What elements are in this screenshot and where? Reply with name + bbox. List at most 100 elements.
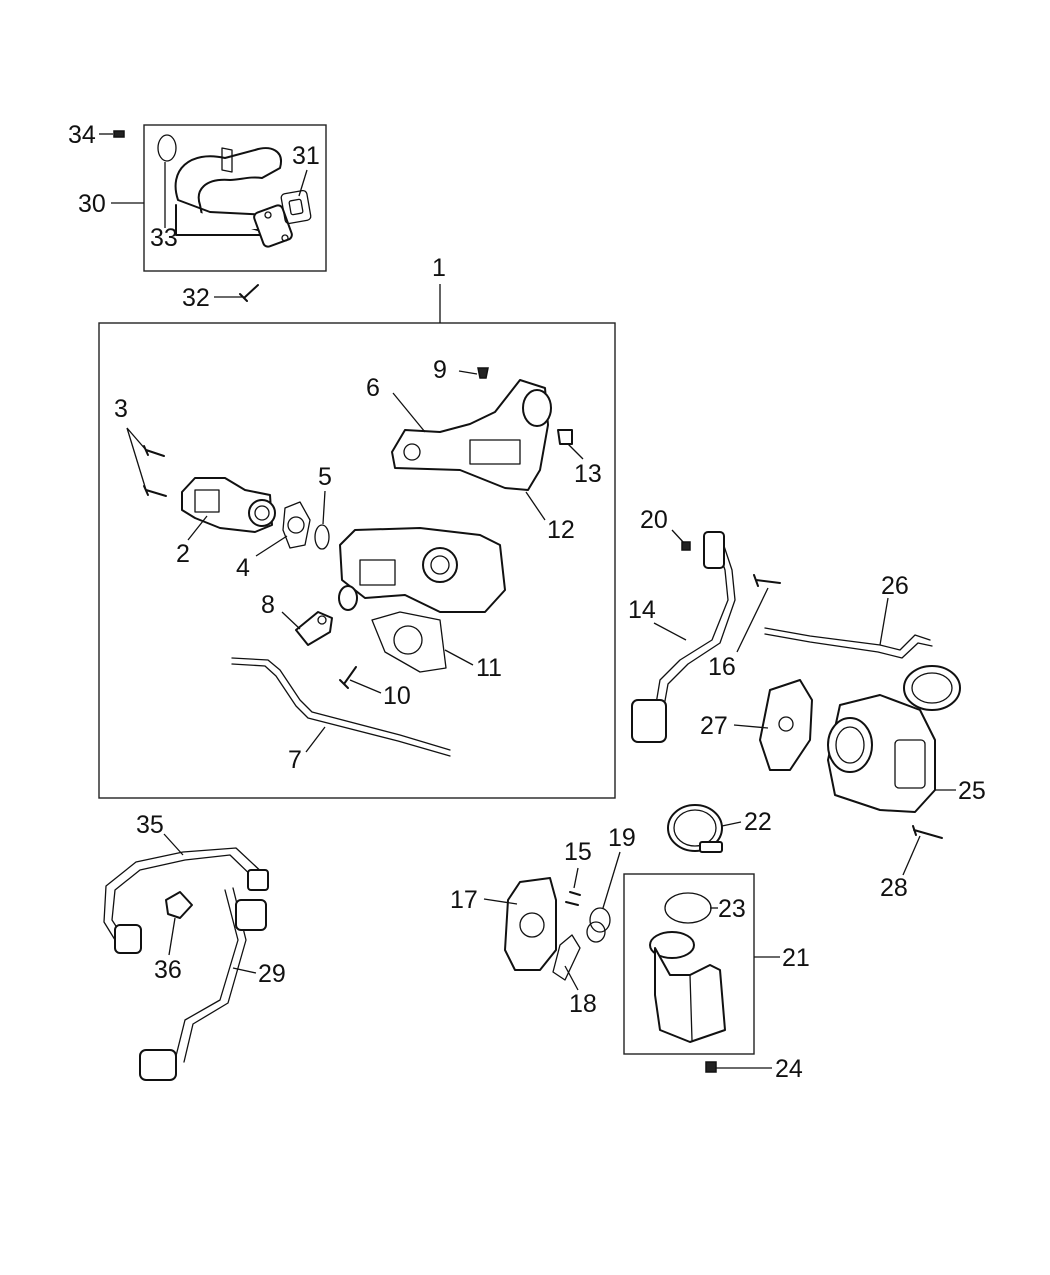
clamp-22-part	[667, 804, 723, 853]
callout-9: 9	[433, 356, 447, 384]
leader-4	[255, 535, 288, 557]
leader-9	[458, 370, 478, 375]
egr-cooler-group-box	[623, 873, 755, 1055]
tube-14-part	[631, 531, 736, 743]
callout-32: 32	[182, 284, 210, 312]
leader-18	[564, 965, 579, 991]
callout-17: 17	[450, 886, 478, 914]
callout-25: 25	[958, 777, 986, 805]
leader-31	[298, 169, 308, 197]
leader-5	[322, 490, 326, 525]
leader-29	[232, 967, 257, 974]
cover-17-part	[504, 877, 557, 971]
leader-27	[733, 724, 769, 729]
pin-15-part	[565, 891, 581, 906]
leader-28	[902, 835, 921, 876]
leader-6	[392, 392, 426, 433]
leader-12	[525, 491, 546, 521]
callout-2: 2	[176, 540, 190, 568]
callout-14: 14	[628, 596, 656, 624]
oring-19-part	[586, 907, 611, 943]
callout-22: 22	[744, 808, 772, 836]
tube-26-part	[764, 627, 961, 711]
bracket-27-part	[759, 679, 813, 771]
callout-28: 28	[880, 874, 908, 902]
callout-18: 18	[569, 990, 597, 1018]
gasket-11-part	[371, 611, 447, 673]
leader-10	[349, 679, 382, 694]
leader-11	[444, 649, 474, 666]
bolt-3a-part	[143, 445, 165, 457]
callout-35: 35	[136, 811, 164, 839]
callout-24: 24	[775, 1055, 803, 1083]
callout-33: 33	[150, 224, 178, 252]
callout-19: 19	[608, 824, 636, 852]
nut-20-part	[681, 541, 691, 551]
callout-31: 31	[292, 142, 320, 170]
egr-tube-group-box	[143, 124, 327, 272]
egr-valve-part	[181, 477, 276, 533]
egr-tube-part	[174, 147, 293, 248]
leader-7	[305, 726, 326, 753]
leader-3b	[126, 427, 147, 491]
oring-23-part	[664, 892, 712, 924]
leader-19	[602, 851, 621, 909]
leader-8	[281, 611, 301, 630]
leader-17	[483, 898, 518, 905]
bolt-28-part	[912, 825, 943, 839]
callout-15: 15	[564, 838, 592, 866]
egr-housing-part	[338, 527, 506, 613]
leader-3a	[126, 427, 147, 451]
callout-8: 8	[261, 591, 275, 619]
callout-21: 21	[782, 944, 810, 972]
leader-15	[573, 867, 579, 889]
throttle-body-part	[827, 694, 936, 813]
callout-30: 30	[78, 190, 106, 218]
callout-16: 16	[708, 653, 736, 681]
tube-7-part	[231, 657, 451, 757]
hose-35-part	[103, 847, 269, 954]
leader-20	[671, 529, 685, 544]
callout-4: 4	[236, 554, 250, 582]
leader-14	[653, 622, 687, 641]
bolt-10-part	[339, 666, 357, 689]
callout-7: 7	[288, 746, 302, 774]
leader-16	[736, 587, 769, 653]
gasket-33-part	[157, 134, 177, 162]
callout-23: 23	[718, 895, 746, 923]
gasket-18-part	[552, 934, 581, 981]
callout-29: 29	[258, 960, 286, 988]
leader-36	[168, 917, 176, 956]
thermostat-housing-part	[391, 379, 552, 491]
callout-10: 10	[383, 682, 411, 710]
bolt-34-part	[113, 130, 125, 138]
callout-34: 34	[68, 121, 96, 149]
egr-cooler-part	[649, 931, 726, 1043]
callout-27: 27	[700, 712, 728, 740]
bolt-32-part	[239, 284, 259, 302]
sensor-8-part	[295, 611, 333, 646]
gasket-4-part	[282, 501, 311, 549]
callout-20: 20	[640, 506, 668, 534]
hose-29-part	[139, 887, 267, 1081]
callout-5: 5	[318, 463, 332, 491]
clip-36-part	[165, 891, 193, 919]
bolt-9-part	[477, 367, 489, 379]
leader-35	[163, 833, 184, 856]
callout-36: 36	[154, 956, 182, 984]
callout-12: 12	[547, 516, 575, 544]
callout-6: 6	[366, 374, 380, 402]
sensor-13-part	[557, 429, 573, 445]
leader-26	[879, 597, 889, 646]
bolt-3b-part	[143, 485, 167, 497]
gasket-31-part	[280, 189, 312, 225]
callout-11: 11	[476, 654, 502, 682]
bolt-16-part	[753, 574, 781, 587]
oring-5-part	[314, 524, 330, 550]
egr-assembly-group-box	[98, 322, 616, 799]
nut-24-part	[705, 1061, 717, 1073]
leader-2	[187, 515, 208, 541]
callout-1: 1	[432, 254, 446, 282]
leader-22	[721, 821, 742, 827]
